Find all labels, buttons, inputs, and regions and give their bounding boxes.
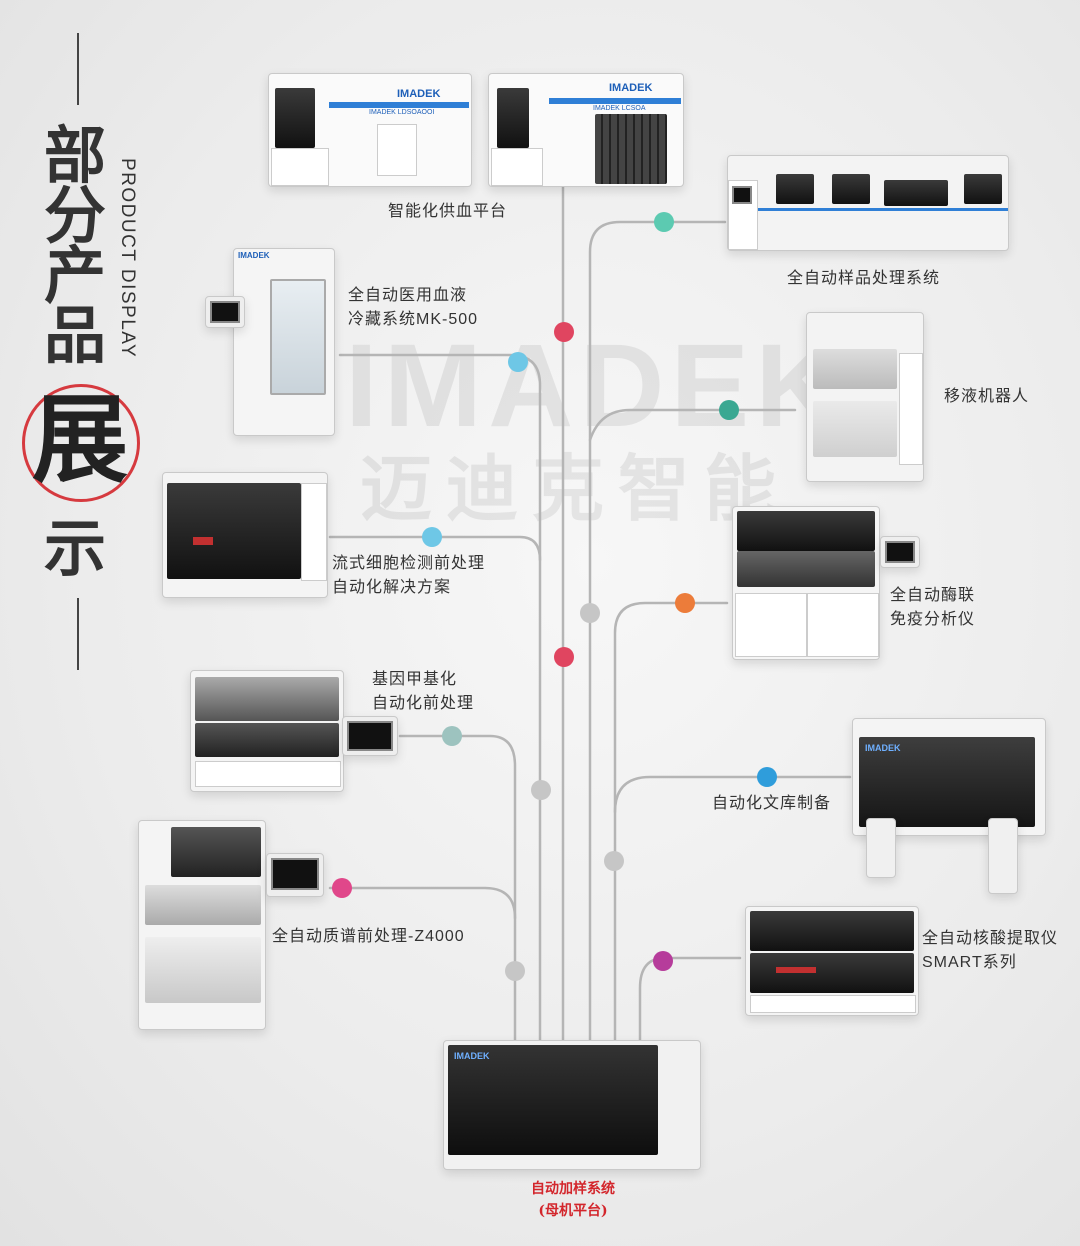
line-mass-spec <box>328 886 517 920</box>
label-blood-storage-2: 冷藏系统MK-500 <box>348 311 479 328</box>
title-char-4: 品 <box>44 299 107 372</box>
watermark-zh: 迈迪克智能 <box>360 450 791 530</box>
machine-library-tube-2 <box>988 818 1018 894</box>
dot-mass-spec <box>332 878 352 898</box>
line-methylation <box>398 734 517 1047</box>
label-pipetting: 移液机器人 <box>944 388 1030 405</box>
label-mass-spec: 全自动质谱前处理-Z4000 <box>272 928 465 945</box>
machine-brand-mother: IMADEK <box>454 1051 490 1061</box>
dot-blood-storage <box>508 352 528 372</box>
dot-blood-platform <box>554 322 574 342</box>
title-circle <box>22 384 140 502</box>
machine-brand: IMADEK <box>397 88 441 100</box>
dot-library <box>757 767 777 787</box>
label-library: 自动化文库制备 <box>712 795 832 812</box>
label-blood-storage-1: 全自动医用血液 <box>348 287 468 304</box>
machine-brand-b: IMADEK <box>609 82 653 94</box>
dot-sample-system <box>654 212 674 232</box>
machine-nucleic <box>745 906 919 1016</box>
label-flow-cyto-2: 自动化解决方案 <box>332 579 452 596</box>
machine-library-tube-1 <box>866 818 896 878</box>
label-methylation-1: 基因甲基化 <box>372 671 458 688</box>
machine-mother-platform: IMADEK <box>443 1040 701 1170</box>
label-elisa-2: 免疫分析仪 <box>890 611 976 628</box>
title-en-vertical: PRODUCT DISPLAY <box>117 158 138 359</box>
machine-model-b: IMADEK LCSOA <box>593 105 646 112</box>
title-line-top <box>77 33 79 105</box>
machine-blood-platform-b: IMADEK IMADEK LCSOA <box>488 73 684 187</box>
dot-blood-platform-2 <box>554 647 574 667</box>
machine-model: IMADEK LDSOAOOI <box>369 109 435 116</box>
machine-brand-library: IMADEK <box>865 743 901 753</box>
machine-blood-storage: IMADEK <box>233 248 335 436</box>
title-line-bottom <box>77 598 79 670</box>
title-char-5: 展 <box>32 383 128 496</box>
line-pipetting <box>588 408 797 442</box>
dot-nucleic <box>653 951 673 971</box>
label-mother-1: 自动加样系统 <box>531 1181 615 1197</box>
watermark-en: IMADEK <box>345 320 847 452</box>
machine-methylation <box>190 670 344 792</box>
machine-methylation-screen <box>342 716 398 756</box>
machine-brand-storage: IMADEK <box>238 251 270 260</box>
line-sample-system <box>588 220 727 1047</box>
title-char-2: 分 <box>44 179 107 252</box>
label-nucleic-1: 全自动核酸提取仪 <box>922 930 1059 947</box>
machine-library-prep: IMADEK <box>852 718 1046 836</box>
machine-mass-spec <box>138 820 266 1030</box>
dot-methylation <box>442 726 462 746</box>
label-elisa-1: 全自动酶联 <box>890 587 976 604</box>
machine-elisa-screen <box>880 536 920 568</box>
machine-blood-platform-a: IMADEK IMADEK LDSOAOOI <box>268 73 472 187</box>
label-flow-cyto-1: 流式细胞检测前处理 <box>332 555 486 572</box>
machine-blood-storage-screen <box>205 296 245 328</box>
label-methylation-2: 自动化前处理 <box>372 695 475 712</box>
dot-grey-4 <box>505 961 525 981</box>
label-nucleic-2: SMART系列 <box>922 954 1017 971</box>
machine-mass-spec-screen <box>266 853 324 897</box>
line-elisa <box>613 601 729 1047</box>
label-blood-platform: 智能化供血平台 <box>388 203 508 220</box>
line-flow-cyto <box>328 535 542 562</box>
machine-elisa <box>732 506 880 660</box>
machine-sample-system <box>727 155 1009 251</box>
title-char-6: 示 <box>44 512 107 585</box>
dot-grey-1 <box>580 603 600 623</box>
line-library <box>613 775 852 814</box>
machine-flow-cyto <box>162 472 328 598</box>
title-char-1: 部 <box>44 119 107 192</box>
label-mother-2: (母机平台) <box>538 1203 608 1219</box>
dot-grey-3 <box>604 851 624 871</box>
dot-elisa <box>675 593 695 613</box>
title-char-3: 产 <box>44 239 107 312</box>
dot-pipetting <box>719 400 739 420</box>
dot-grey-2 <box>531 780 551 800</box>
label-sample-system: 全自动样品处理系统 <box>787 270 941 287</box>
line-nucleic <box>638 956 742 1047</box>
dot-flow-cyto <box>422 527 442 547</box>
machine-pipetting-robot <box>806 312 924 482</box>
